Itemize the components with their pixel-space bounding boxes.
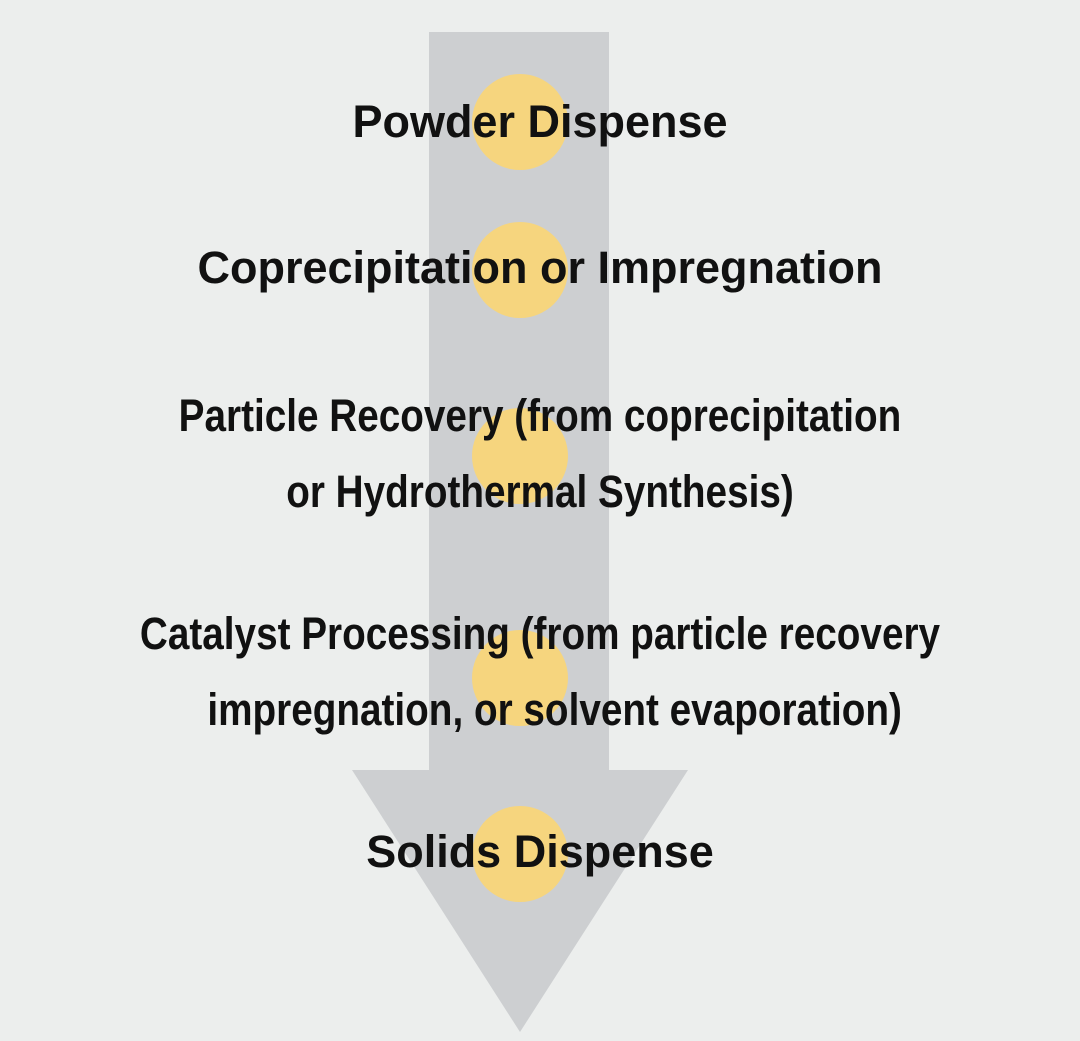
step-label-powder-dispense: Powder Dispense <box>0 84 1080 160</box>
step-marker-1 <box>472 74 568 170</box>
step-text: Solids Dispense <box>366 826 714 877</box>
step-text-line-2: impregnation, or solvent evaporation) <box>207 684 902 735</box>
step-text-line-1: Particle Recovery (from coprecipitation <box>178 390 902 441</box>
step-text-line-2: or Hydrothermal Synthesis) <box>286 466 794 517</box>
step-marker-5 <box>472 806 568 902</box>
step-marker-4 <box>472 630 568 726</box>
step-marker-2 <box>472 222 568 318</box>
step-label-solids-dispense: Solids Dispense <box>0 814 1080 890</box>
step-text-line-1: Catalyst Processing (from particle recov… <box>139 608 941 659</box>
step-text: Coprecipitation or Impregnation <box>197 242 883 293</box>
step-label-particle-recovery: Particle Recovery (from coprecipitation … <box>76 378 1005 530</box>
step-text: Powder Dispense <box>352 96 728 147</box>
step-label-catalyst-processing: Catalyst Processing (from particle recov… <box>76 596 1005 748</box>
step-marker-3 <box>472 408 568 504</box>
step-label-coprecipitation: Coprecipitation or Impregnation <box>0 230 1080 306</box>
